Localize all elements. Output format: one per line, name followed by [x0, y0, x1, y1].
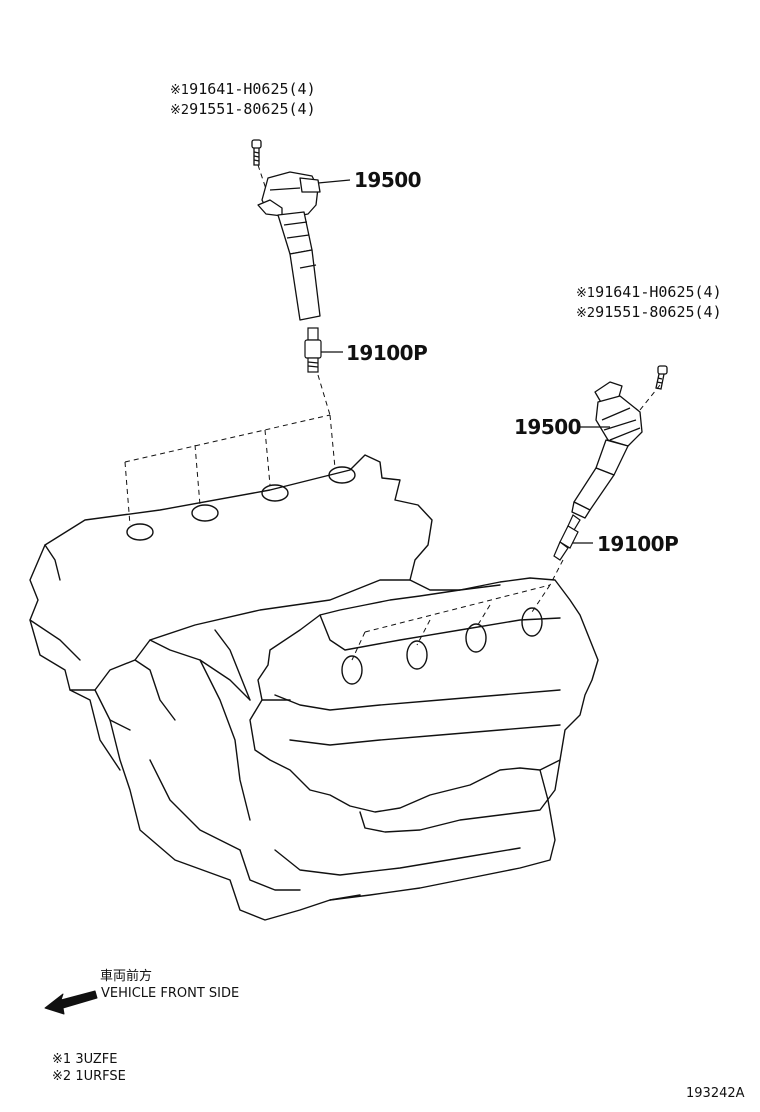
spark-plug-lower	[553, 514, 581, 561]
plug-hole-right-1	[341, 655, 363, 685]
fastener-list-upper: ※191641-H0625(4) ※291551-80625(4)	[170, 80, 316, 120]
left-block-side	[94, 689, 361, 921]
plug-hole-left-4	[328, 466, 356, 484]
upper-plug-guide	[317, 374, 331, 416]
left-cylinder-head	[29, 454, 433, 691]
note-row: ※2 1URFSE	[52, 1069, 126, 1084]
ignition-coil-upper	[257, 171, 321, 321]
fastener-row: ※191641-H0625(4)	[170, 80, 316, 98]
callout-coil-upper[interactable]: 19500	[354, 168, 422, 192]
spark-plug-upper	[304, 327, 322, 373]
engine-notes: ※1 3UZFE ※2 1URFSE	[52, 1051, 126, 1085]
right-block-lower	[359, 759, 561, 833]
plug-hole-right-4	[521, 607, 543, 637]
direction-label-en: VEHICLE FRONT SIDE	[101, 986, 240, 1001]
right-bank-reference-lines	[351, 584, 551, 661]
right-head-cover-line	[319, 614, 561, 651]
direction-label-jp: 車両前方	[100, 969, 153, 984]
note-row: ※1 3UZFE	[52, 1052, 118, 1067]
callout-coil-lower[interactable]: 19500	[514, 415, 582, 439]
bolt-lower	[655, 365, 668, 390]
leader-coil-upper	[317, 179, 351, 184]
plug-hole-left-2	[191, 504, 219, 522]
plug-hole-left-1	[126, 523, 154, 541]
fastener-list-lower: ※191641-H0625(4) ※291551-80625(4)	[576, 283, 722, 323]
plug-hole-right-2	[406, 640, 428, 670]
callout-plug-lower[interactable]: 19100P	[597, 532, 679, 556]
diagram-id: 193242A	[686, 1086, 745, 1101]
callout-plug-upper[interactable]: 19100P	[346, 341, 428, 365]
bolt-upper	[251, 139, 262, 166]
arrow-left-icon	[44, 990, 98, 1015]
fastener-row: ※291551-80625(4)	[170, 100, 316, 118]
lower-plug-guide	[549, 559, 564, 586]
left-bank-reference-lines	[124, 414, 336, 526]
right-cylinder-head	[249, 577, 599, 813]
fastener-row: ※191641-H0625(4)	[576, 283, 722, 301]
fastener-row: ※291551-80625(4)	[576, 303, 722, 321]
plug-hole-right-3	[465, 623, 487, 653]
plug-hole-left-3	[261, 484, 289, 502]
ignition-coil-lower	[571, 381, 643, 519]
